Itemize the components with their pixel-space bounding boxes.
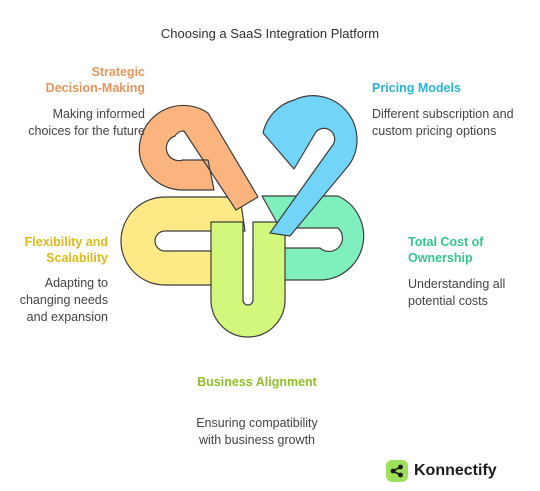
heading-strategic: Strategic Decision-Making [45, 65, 145, 95]
share-nodes-icon [386, 460, 408, 482]
heading-pricing: Pricing Models [372, 81, 461, 95]
brand-name: Konnectify [414, 462, 497, 479]
text-business-alignment: Ensuring compatibility with business gro… [196, 416, 318, 447]
heading-total-cost: Total Cost of Ownership [408, 235, 484, 265]
heading-flexibility: Flexibility and Scalability [24, 235, 108, 265]
text-pricing: Different subscription and custom pricin… [372, 107, 514, 138]
segment-business-alignment [210, 221, 286, 338]
diagram-title: Choosing a SaaS Integration Platform [160, 26, 380, 41]
segment-strategic [138, 104, 259, 211]
text-flexibility: Adapting to changing needs and expansion [19, 276, 108, 324]
segment-pricing [262, 95, 358, 237]
brand-logo: Konnectify [386, 459, 497, 483]
text-strategic: Making informed choices for the future [28, 107, 145, 138]
heading-business-alignment: Business Alignment [197, 375, 317, 389]
text-total-cost: Understanding all potential costs [408, 277, 506, 308]
